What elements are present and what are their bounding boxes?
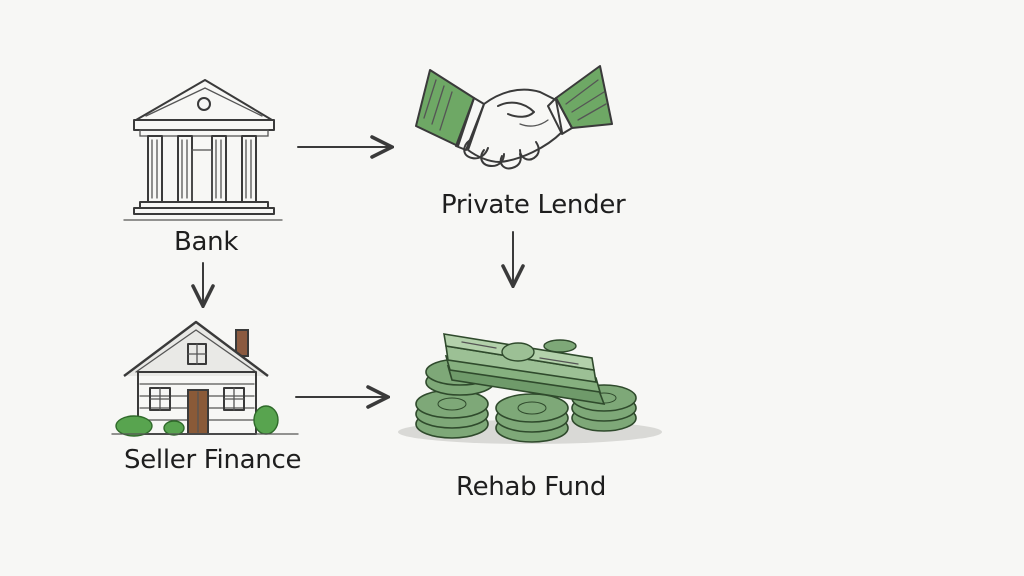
handshake-icon [415, 65, 613, 170]
rehab-fund-label: Rehab Fund [456, 472, 607, 502]
house-icon [111, 320, 299, 437]
bank-building-icon [123, 79, 283, 221]
seller-finance-label: Seller Finance [124, 445, 302, 475]
money-stack-icon [398, 333, 662, 444]
bank-label: Bank [174, 227, 239, 257]
private-lender-label: Private Lender [441, 190, 626, 220]
